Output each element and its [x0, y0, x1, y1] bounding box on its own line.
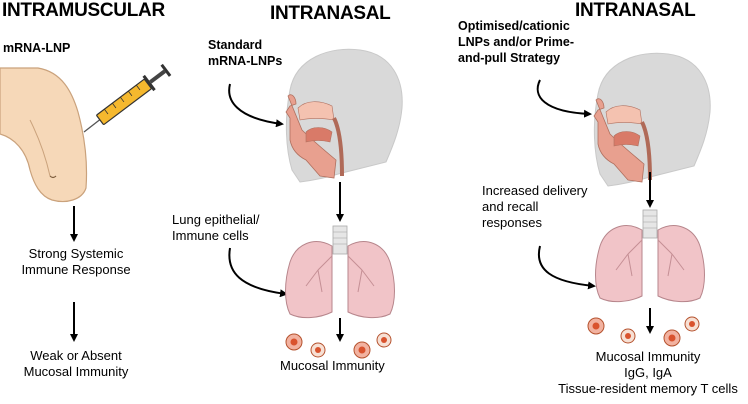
right-vaccine-line2: LNPs and/or Prime- [458, 35, 574, 49]
left-systemic-response: Strong Systemic Immune Response [12, 246, 140, 278]
right-note-line2: and recall [482, 199, 539, 214]
left-systemic-line2: Immune Response [21, 262, 131, 277]
right-outcome-line2: IgG, IgA [624, 365, 672, 380]
right-outcome-line1: Mucosal Immunity [595, 349, 701, 364]
heading-intranasal-right: INTRANASAL [575, 0, 696, 21]
left-mucosal-outcome: Weak or Absent Mucosal Immunity [10, 348, 142, 380]
head-illustration-right [593, 52, 711, 187]
immune-cells-right [587, 316, 700, 347]
middle-target-line1: Lung epithelial/ [172, 212, 260, 227]
immune-cells-middle [285, 332, 392, 359]
right-note-line1: Increased delivery [482, 183, 588, 198]
right-vaccine-line1: Optimised/cationic [458, 19, 570, 33]
arrow-cells-to-lungs-middle [228, 247, 288, 298]
left-vaccine-label: mRNA-LNP [3, 41, 71, 55]
arrow-note-to-lungs-right [537, 245, 596, 290]
right-delivery-note: Increased delivery and recall responses [482, 183, 588, 231]
right-outcome-line3: Tissue-resident memory T cells [558, 381, 738, 396]
middle-vaccine-line1: Standard [208, 38, 263, 52]
arm-illustration [0, 67, 88, 203]
heading-intramuscular: INTRAMUSCULAR [2, 0, 165, 21]
arrow-vaccine-to-nose-middle [228, 83, 284, 128]
right-vaccine-label: Optimised/cationic LNPs and/or Prime- an… [458, 18, 574, 66]
right-outcome: Mucosal Immunity IgG, IgA Tissue-residen… [548, 349, 748, 397]
middle-target-line2: Immune cells [172, 228, 249, 243]
head-illustration-middle [285, 48, 403, 183]
left-mucosal-line1: Weak or Absent [30, 348, 122, 363]
lungs-illustration-middle [285, 225, 395, 319]
lungs-illustration-right [595, 209, 705, 303]
left-mucosal-line2: Mucosal Immunity [23, 364, 129, 379]
heading-intranasal-middle: INTRANASAL [270, 3, 391, 24]
middle-vaccine-label: Standard mRNA-LNPs [208, 37, 282, 69]
syringe-illustration [83, 63, 172, 133]
right-vaccine-line3: and-pull Strategy [458, 51, 561, 65]
middle-outcome: Mucosal Immunity [280, 358, 385, 373]
middle-vaccine-line2: mRNA-LNPs [208, 54, 283, 68]
middle-target-cells: Lung epithelial/ Immune cells [172, 212, 259, 244]
right-note-line3: responses [482, 215, 542, 230]
left-systemic-line1: Strong Systemic [28, 246, 124, 261]
arrow-vaccine-to-nose-right [536, 79, 592, 118]
